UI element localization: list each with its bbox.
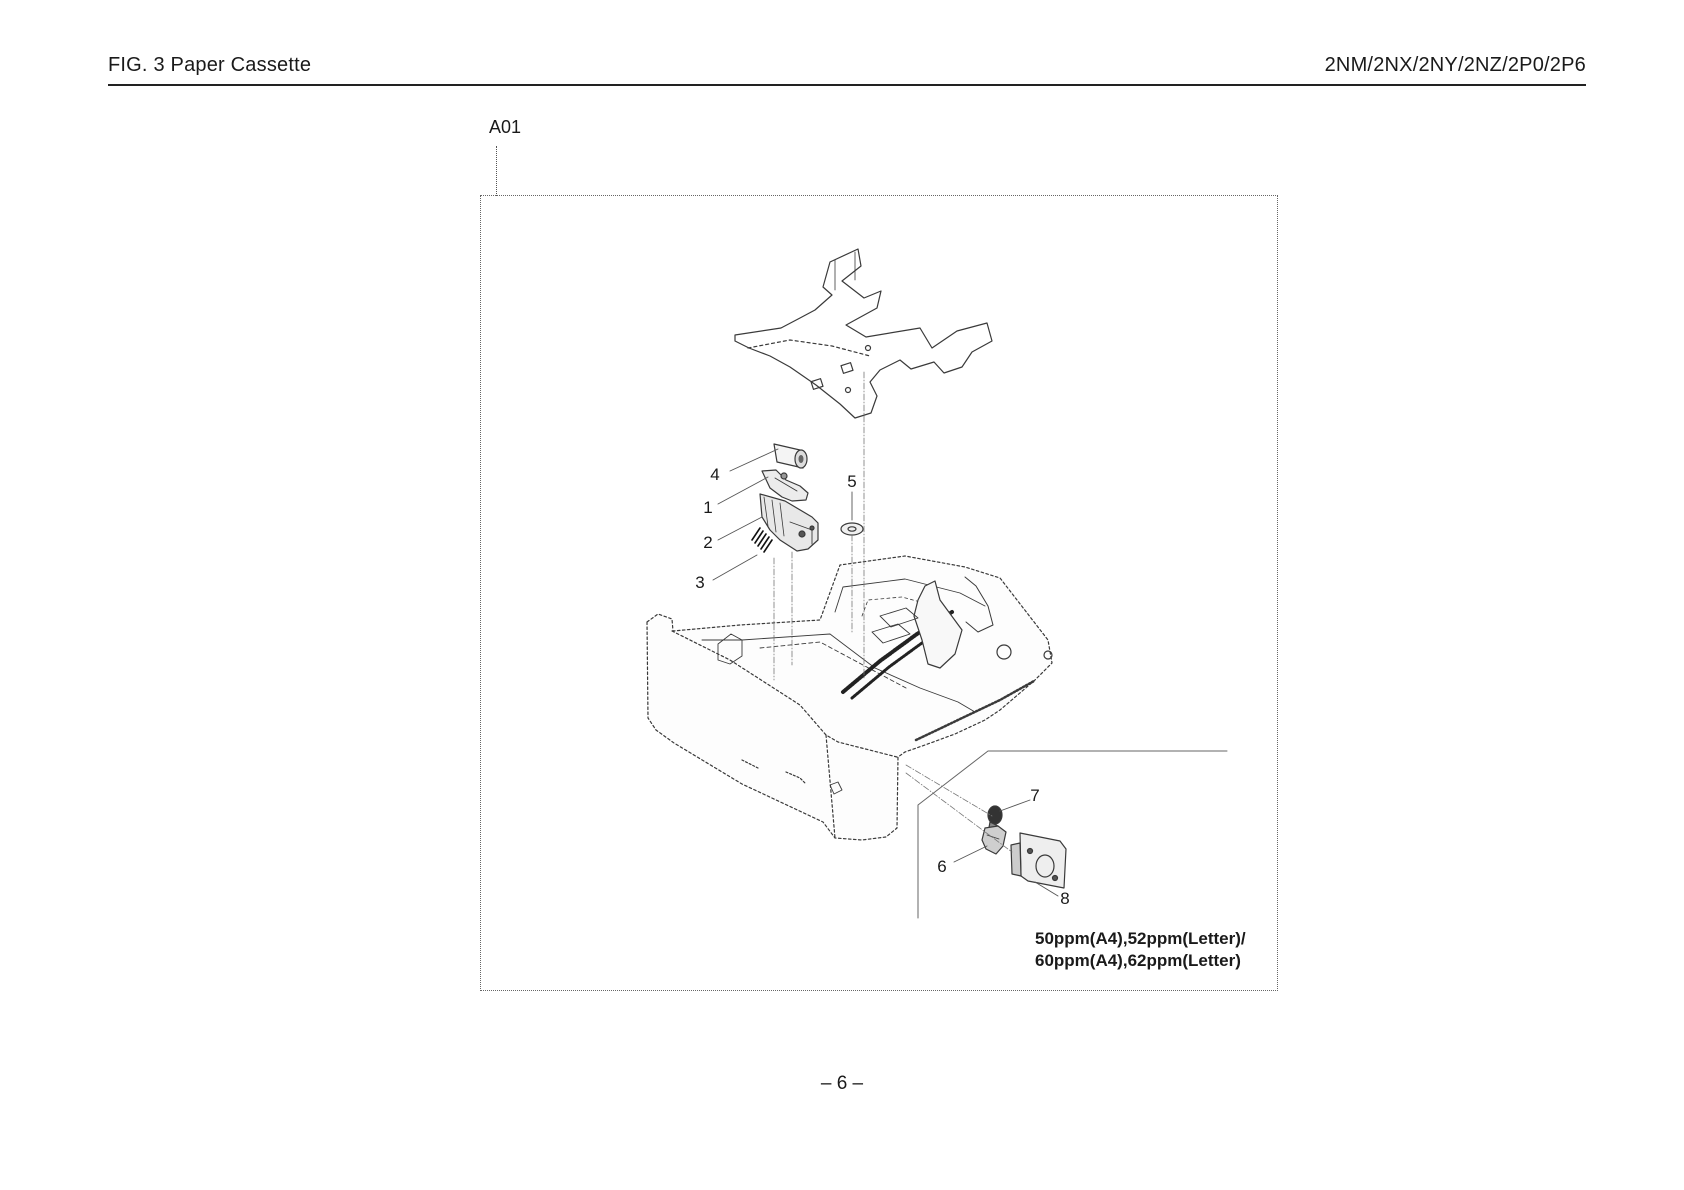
callout-3: 3 xyxy=(695,573,705,592)
part-5-washer xyxy=(840,522,864,536)
part-2-base-frame xyxy=(759,493,819,552)
figure-title: FIG. 3 Paper Cassette xyxy=(108,54,312,76)
assembly-lines xyxy=(773,371,1013,853)
lift-plate xyxy=(734,248,993,419)
assembly-reference-leader xyxy=(496,146,497,196)
note-line-1: 50ppm(A4),52ppm(Letter)/ xyxy=(1035,929,1246,948)
header-rule xyxy=(108,84,1586,86)
applicable-speed-note: 50ppm(A4),52ppm(Letter)/ 60ppm(A4),62ppm… xyxy=(1035,928,1246,972)
callout-5: 5 xyxy=(847,472,857,491)
note-line-2: 60ppm(A4),62ppm(Letter) xyxy=(1035,951,1241,970)
callout-4: 4 xyxy=(710,465,720,484)
page-number: – 6 – xyxy=(820,1073,864,1094)
part-8-bracket xyxy=(1010,832,1067,889)
callout-2: 2 xyxy=(703,533,713,552)
part-4-feed-roller xyxy=(773,443,808,469)
callout-7: 7 xyxy=(1030,786,1040,805)
part-1-holder xyxy=(761,469,809,502)
part-3-spring xyxy=(751,527,773,553)
sub-assembly-bracket xyxy=(917,750,1228,919)
assembly-frame xyxy=(480,195,1278,991)
part-6-lever xyxy=(981,825,1007,855)
paper-cassette-tray xyxy=(646,555,1053,841)
model-codes: 2NM/2NX/2NY/2NZ/2P0/2P6 xyxy=(1324,54,1586,76)
callout-8: 8 xyxy=(1060,889,1070,908)
leader-lines xyxy=(712,448,1059,897)
assembly-reference-label: A01 xyxy=(489,117,522,137)
callout-6: 6 xyxy=(937,857,947,876)
callout-1: 1 xyxy=(703,498,713,517)
